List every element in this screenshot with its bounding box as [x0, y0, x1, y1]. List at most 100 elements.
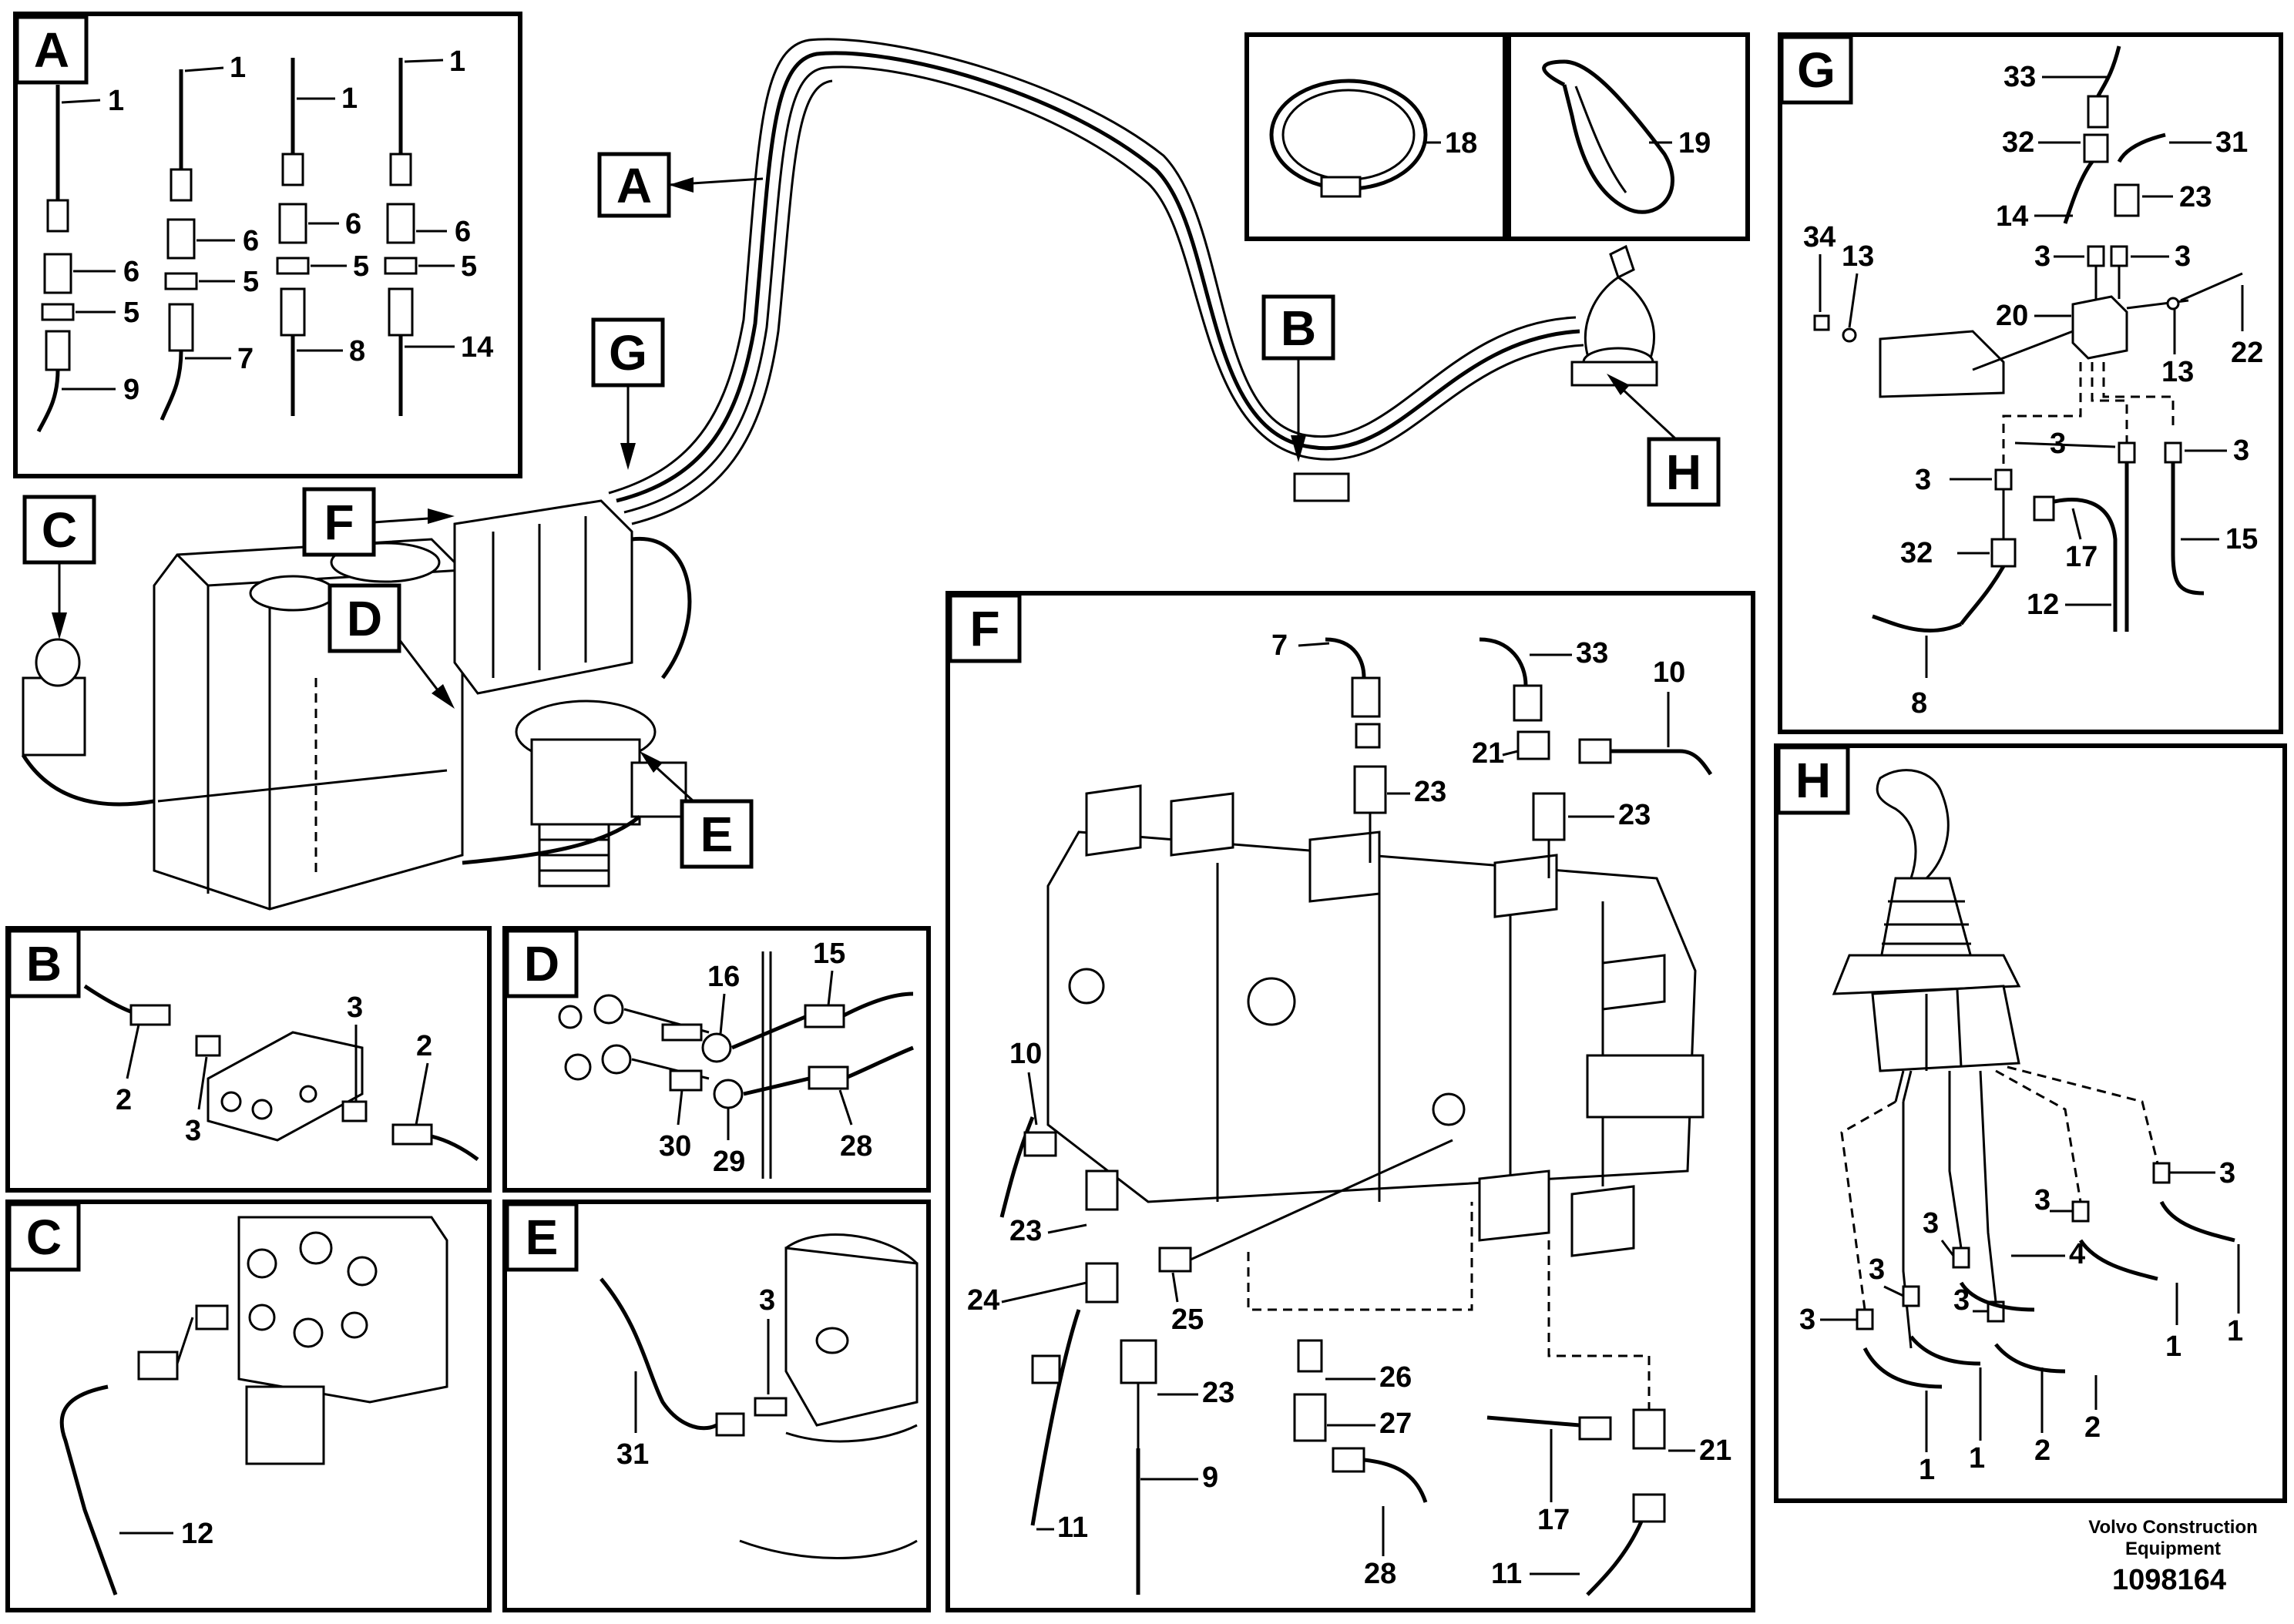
svg-text:3: 3 — [2034, 1184, 2050, 1216]
svg-text:3: 3 — [1869, 1253, 1885, 1286]
svg-text:6: 6 — [243, 225, 259, 257]
svg-text:8: 8 — [349, 335, 365, 367]
svg-text:D: D — [524, 936, 559, 992]
control-valve — [453, 499, 633, 695]
detail-a-labels: 1 1 1 1 6 5 9 6 5 7 6 5 8 6 5 14 — [61, 45, 493, 406]
svg-text:27: 27 — [1379, 1408, 1412, 1440]
svg-text:17: 17 — [2065, 541, 2098, 573]
svg-text:B: B — [1281, 300, 1316, 356]
svg-text:28: 28 — [840, 1130, 872, 1163]
svg-text:1: 1 — [2227, 1315, 2243, 1347]
detail-b-labels: 3 2 2 3 — [116, 992, 432, 1147]
detail-h-labels: 3 3 3 4 3 3 3 1 1 2 2 1 1 — [1799, 1157, 2243, 1486]
svg-text:11: 11 — [1057, 1512, 1088, 1544]
detail-e-labels: 3 31 — [616, 1284, 775, 1471]
part-18-clamp: 18 — [1244, 32, 1507, 241]
svg-text:33: 33 — [1576, 637, 1608, 669]
detail-b: B 3 2 2 3 — [5, 926, 492, 1193]
brand-line-2: Equipment — [2125, 1538, 2221, 1559]
pilot-block — [21, 638, 155, 807]
svg-text:2: 2 — [2084, 1411, 2101, 1444]
svg-text:32: 32 — [2002, 126, 2034, 159]
drawing-number: 1098164 — [2112, 1564, 2226, 1596]
svg-text:6: 6 — [345, 208, 361, 240]
svg-text:4: 4 — [2069, 1238, 2085, 1270]
svg-text:3: 3 — [185, 1115, 201, 1147]
svg-text:G: G — [1797, 42, 1836, 98]
detail-d-labels: 16 15 30 29 28 — [659, 938, 872, 1178]
svg-text:34: 34 — [1803, 221, 1836, 253]
svg-text:2: 2 — [2034, 1434, 2050, 1467]
svg-text:3: 3 — [759, 1284, 775, 1317]
svg-text:15: 15 — [2225, 523, 2258, 555]
svg-text:C: C — [26, 1210, 62, 1265]
svg-text:3: 3 — [2050, 428, 2066, 460]
svg-text:1: 1 — [449, 45, 465, 78]
svg-text:23: 23 — [1414, 776, 1446, 808]
svg-text:23: 23 — [1618, 799, 1651, 831]
svg-text:5: 5 — [243, 266, 259, 298]
svg-text:7: 7 — [237, 343, 254, 375]
svg-text:3: 3 — [2175, 240, 2191, 273]
svg-text:5: 5 — [461, 250, 477, 283]
svg-text:3: 3 — [347, 992, 363, 1024]
detail-h: H 3 3 3 4 3 3 3 — [1774, 743, 2287, 1503]
svg-text:10: 10 — [1009, 1038, 1042, 1070]
swing-motor — [515, 700, 687, 887]
svg-text:6: 6 — [123, 256, 139, 288]
svg-text:26: 26 — [1379, 1361, 1412, 1394]
svg-text:19: 19 — [1678, 127, 1711, 159]
svg-text:F: F — [969, 601, 999, 656]
detail-g: G 33 32 — [1778, 32, 2283, 734]
svg-text:14: 14 — [461, 331, 493, 364]
svg-text:9: 9 — [1202, 1461, 1218, 1494]
svg-text:1: 1 — [108, 85, 124, 117]
main-callouts: A B G F C D — [22, 152, 1721, 869]
callout-d-main: D — [327, 583, 455, 709]
detail-c: C 12 — [5, 1200, 492, 1612]
callout-g-main: G — [591, 317, 665, 470]
svg-text:13: 13 — [2161, 356, 2194, 388]
svg-text:2: 2 — [116, 1084, 132, 1116]
svg-text:33: 33 — [2003, 61, 2036, 93]
svg-text:5: 5 — [353, 250, 369, 283]
callout-h-main: H — [1607, 374, 1721, 507]
svg-text:3: 3 — [2219, 1157, 2235, 1189]
svg-text:11: 11 — [1491, 1558, 1522, 1590]
svg-text:B: B — [26, 936, 62, 992]
callout-b: B — [1261, 294, 1335, 462]
svg-text:E: E — [700, 807, 734, 862]
svg-text:C: C — [42, 502, 77, 558]
hose-stack-2 — [160, 69, 198, 421]
svg-text:1: 1 — [230, 52, 246, 84]
svg-text:12: 12 — [181, 1518, 213, 1550]
svg-text:3: 3 — [1923, 1207, 1939, 1240]
svg-text:32: 32 — [1900, 537, 1933, 569]
svg-text:31: 31 — [2215, 126, 2248, 159]
svg-text:1: 1 — [1919, 1454, 1935, 1486]
svg-text:29: 29 — [713, 1146, 745, 1178]
svg-text:13: 13 — [1842, 240, 1874, 273]
svg-text:H: H — [1666, 445, 1701, 500]
svg-text:1: 1 — [341, 82, 358, 115]
svg-text:3: 3 — [1799, 1304, 1815, 1336]
svg-text:F: F — [324, 495, 354, 550]
svg-text:21: 21 — [1472, 737, 1504, 770]
svg-text:17: 17 — [1537, 1504, 1570, 1536]
svg-text:23: 23 — [1202, 1377, 1234, 1409]
svg-text:E: E — [526, 1210, 559, 1265]
svg-text:25: 25 — [1171, 1304, 1204, 1336]
junction-block — [1293, 472, 1350, 502]
svg-text:D: D — [347, 591, 382, 646]
detail-g-labels: 33 32 31 23 14 3 3 34 13 20 13 22 3 3 3 … — [1803, 61, 2263, 720]
svg-text:9: 9 — [123, 374, 139, 406]
svg-text:21: 21 — [1699, 1434, 1731, 1467]
brand-line-1: Volvo Construction — [2088, 1517, 2258, 1538]
svg-text:6: 6 — [455, 216, 471, 248]
hose-bundle — [157, 38, 1584, 865]
hose-stack-1 — [36, 85, 75, 433]
svg-text:16: 16 — [707, 961, 740, 993]
svg-text:3: 3 — [1915, 464, 1931, 496]
